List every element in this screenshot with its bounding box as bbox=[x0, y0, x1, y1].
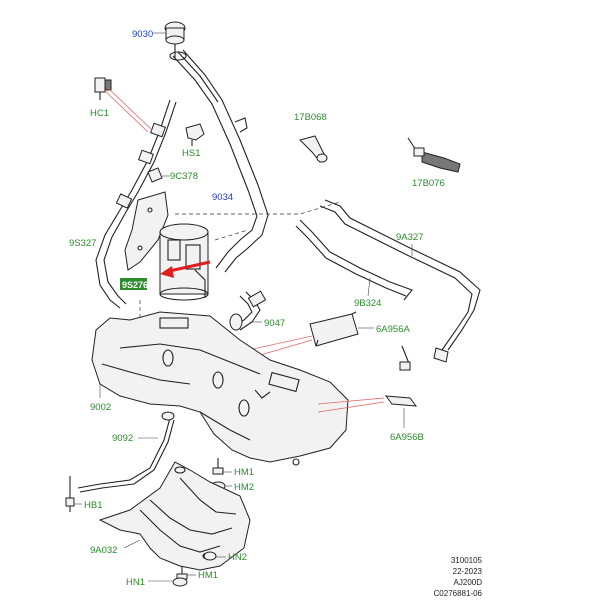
sensor-17b076 bbox=[407, 137, 461, 173]
label-9s276-box bbox=[120, 278, 147, 290]
label-9a327: 9A327 bbox=[396, 232, 423, 243]
fastener-hn1 bbox=[172, 577, 188, 587]
mounting-bracket bbox=[124, 191, 169, 271]
footer-line-2: 22-2023 bbox=[452, 567, 482, 576]
module-6a956b bbox=[384, 395, 418, 407]
filler-cap bbox=[164, 21, 186, 58]
clip-hs1 bbox=[185, 123, 205, 146]
label-9c378: 9C378 bbox=[170, 171, 198, 182]
hose-9047 bbox=[229, 290, 267, 331]
label-17b068: 17B068 bbox=[294, 112, 327, 123]
label-9030: 9030 bbox=[132, 29, 153, 40]
label-9s276: 9S276 bbox=[122, 280, 148, 290]
clip-hc1 bbox=[94, 77, 112, 100]
connector-17b068 bbox=[299, 135, 328, 163]
leader-9b324 bbox=[367, 277, 371, 297]
red-leader-6a956b bbox=[317, 397, 385, 413]
vent-hose bbox=[95, 99, 177, 309]
fastener-hn2 bbox=[203, 551, 217, 561]
dashed-guide-top bbox=[175, 201, 341, 215]
fuel-pump-module bbox=[159, 223, 209, 301]
label-hb1: HB1 bbox=[84, 500, 102, 511]
clip-9c378 bbox=[147, 167, 163, 183]
label-hm2: HM2 bbox=[234, 482, 254, 493]
label-9002: 9002 bbox=[90, 402, 111, 413]
fuel-lines bbox=[295, 199, 481, 371]
label-17b076: 17B076 bbox=[412, 178, 445, 189]
strap-9092 bbox=[77, 411, 175, 493]
label-9034: 9034 bbox=[212, 192, 233, 203]
footer-line-1: 3100105 bbox=[450, 556, 482, 565]
label-hm1-bottom: HM1 bbox=[198, 570, 218, 581]
label-hs1: HS1 bbox=[182, 148, 200, 159]
heat-shield bbox=[98, 461, 251, 571]
highlight-arrow bbox=[160, 260, 211, 278]
fuel-tank bbox=[91, 311, 349, 466]
label-6a956a: 6A956A bbox=[376, 324, 410, 335]
label-hn1: HN1 bbox=[126, 577, 145, 588]
fastener-hm1-bottom bbox=[176, 566, 188, 580]
label-9092: 9092 bbox=[112, 433, 133, 444]
leader-9a032 bbox=[123, 539, 141, 549]
fastener-hm1-top bbox=[212, 458, 224, 475]
footer-line-3: AJ200D bbox=[453, 578, 482, 587]
label-hc1: HC1 bbox=[90, 108, 109, 119]
label-hn2: HN2 bbox=[228, 552, 247, 563]
label-6a956b: 6A956B bbox=[390, 432, 424, 443]
dashed-guide-mid bbox=[214, 229, 249, 241]
module-6a956a bbox=[309, 311, 359, 347]
label-9s327: 9S327 bbox=[69, 238, 96, 249]
footer-line-4: C0276881-06 bbox=[433, 589, 482, 598]
label-9b324: 9B324 bbox=[354, 298, 381, 309]
label-hm1-top: HM1 bbox=[234, 467, 254, 478]
filler-neck-hose bbox=[169, 49, 269, 273]
label-9047: 9047 bbox=[264, 318, 285, 329]
red-leader-hc1 bbox=[103, 87, 153, 133]
bolt-hb1 bbox=[65, 476, 75, 512]
label-9a032: 9A032 bbox=[90, 545, 117, 556]
